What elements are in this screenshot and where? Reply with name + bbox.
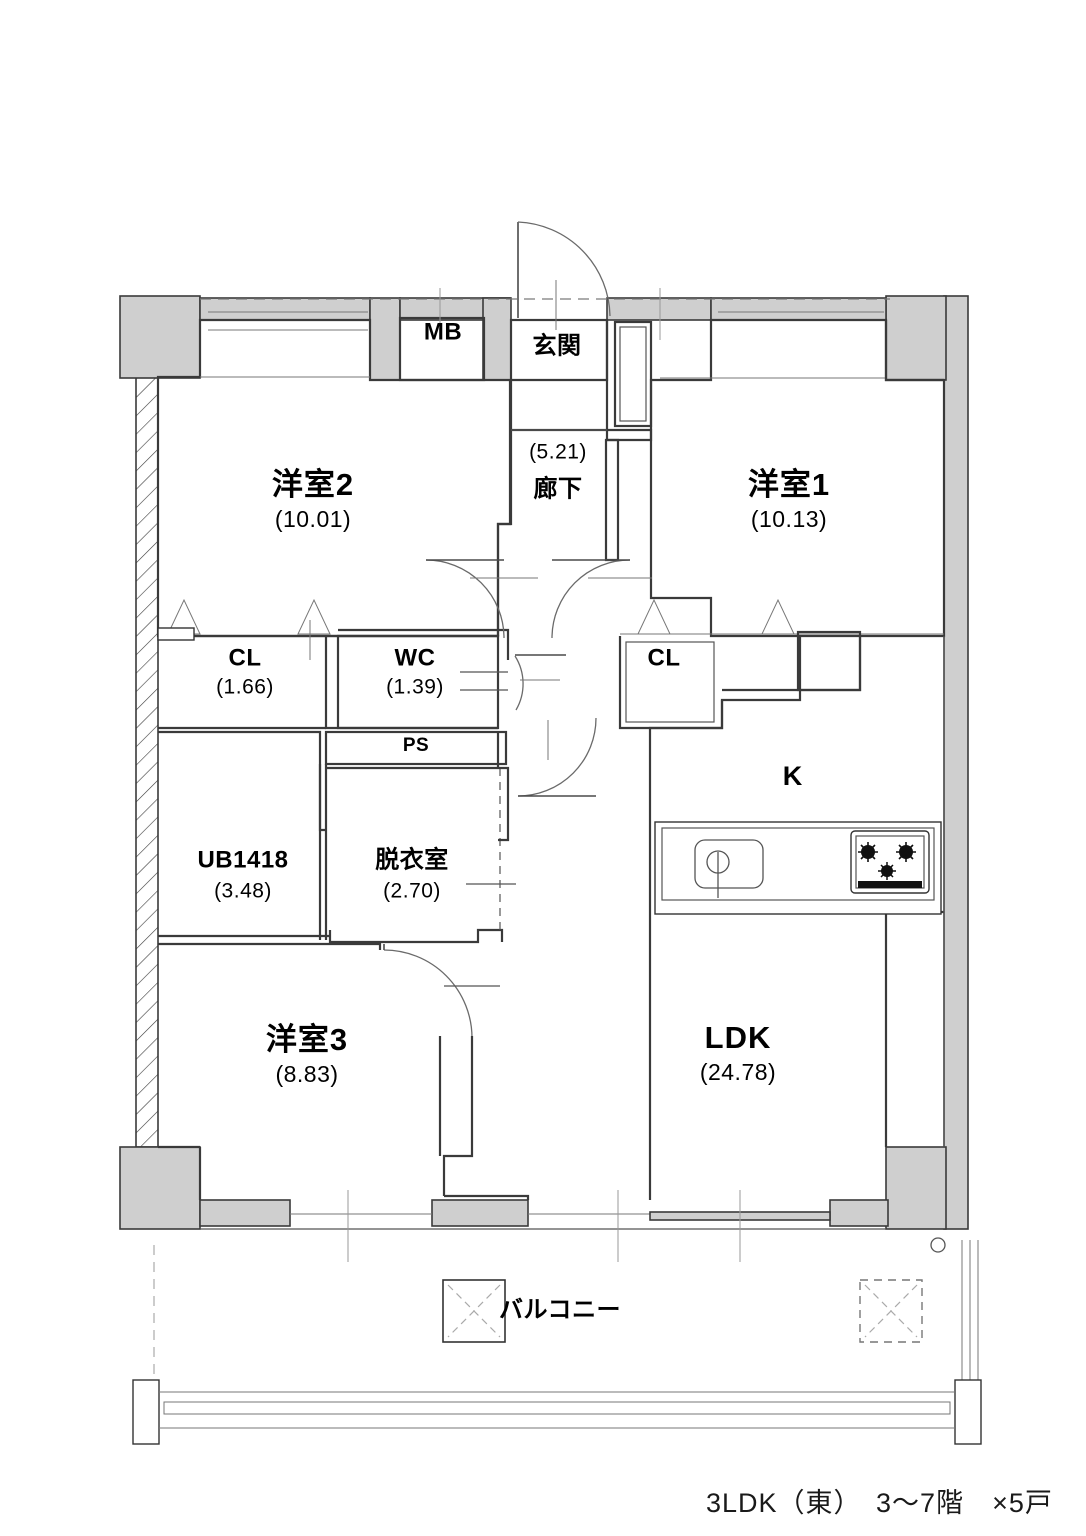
plan-caption: 3LDK（東） 3〜7階 ×5戸 — [706, 1488, 1053, 1518]
railing-post-right — [954, 1379, 982, 1445]
window-sill-bedroom2 — [199, 297, 371, 321]
bedroom3-door-arc — [383, 949, 473, 1039]
hall-ldk-door-arc — [517, 717, 597, 797]
hanger-symbol-bedroom1 — [761, 598, 795, 635]
kitchen-wall-step — [722, 636, 862, 692]
pillar-top-left — [119, 295, 201, 379]
label-ub-area: (3.48) — [214, 880, 272, 903]
wc-top-wall — [338, 628, 510, 660]
closet-right-inner — [625, 641, 715, 723]
label-bedroom3-area: (8.83) — [275, 1061, 338, 1087]
pillar-bottom-right — [885, 1146, 947, 1230]
fixtures-group — [132, 821, 982, 1445]
datsui-door-jamb — [498, 766, 510, 842]
label-wc-name: WC — [395, 644, 436, 671]
stove-grill-vent — [858, 881, 922, 888]
label-bedroom2-name: 洋室2 — [272, 467, 354, 502]
label-ub-name: UB1418 — [197, 846, 288, 873]
label-cl-left-area: (1.66) — [216, 676, 274, 699]
hanger-symbol-right-cl — [637, 598, 671, 635]
burner-icon-1 — [858, 842, 878, 862]
wc-outline — [336, 634, 500, 730]
bedroom1-door-arc — [551, 559, 631, 639]
label-cl-left-name: CL — [229, 644, 262, 671]
entry-door-arc — [517, 221, 611, 317]
label-mb-name: MB — [424, 318, 462, 345]
shoe-cabinet-inner — [619, 326, 647, 422]
bedroom3-top-wall — [158, 942, 382, 950]
label-datsui-area: (2.70) — [383, 880, 441, 903]
bedroom2-door-arc — [425, 559, 505, 639]
pillar-bottom-left — [119, 1146, 201, 1230]
ps-shaft — [324, 730, 508, 766]
label-bedroom3-name: 洋室3 — [266, 1022, 348, 1057]
party-wall-left — [135, 376, 159, 1148]
label-ldk-name: LDK — [705, 1020, 772, 1055]
wall-stub-mb-right — [482, 297, 512, 381]
structure-walls — [119, 221, 969, 1390]
balcony-drain-icon — [930, 1237, 946, 1253]
shoe-cabinet — [613, 320, 653, 428]
label-ps-name: PS — [403, 735, 429, 756]
label-kitchen-name: K — [783, 761, 804, 791]
pillar-square-kitchen — [796, 630, 862, 692]
ac-unit-solid-icon — [442, 1279, 506, 1343]
balcony-door-sill-left — [199, 1199, 291, 1227]
hanger-symbol-cl-left-b — [297, 598, 331, 635]
label-bedroom1-name: 洋室1 — [748, 467, 830, 502]
label-hallway-name: 廊下 — [534, 474, 583, 502]
bedroom3-right-wall — [442, 1036, 474, 1196]
kitchen-sink — [694, 839, 764, 889]
balcony-door-sill-center — [431, 1199, 529, 1227]
label-hallway-area: (5.21) — [529, 441, 587, 464]
hall-wall-top-right — [605, 428, 653, 442]
railing-post-left — [132, 1379, 160, 1445]
wall-stub-mb-left — [369, 297, 401, 381]
burner-icon-2 — [896, 842, 916, 862]
label-balcony-name: バルコニー — [499, 1296, 621, 1323]
label-cl-right-name: CL — [648, 644, 681, 671]
cl-left-door-jamb — [157, 627, 195, 641]
exterior-wall-right — [943, 295, 969, 1230]
kitchen-left-wall — [648, 700, 724, 826]
wc-door-arc — [514, 655, 524, 711]
window-sill-bedroom1 — [710, 297, 887, 321]
bottom-jamb-b — [444, 1194, 530, 1200]
burner-icon-3 — [878, 862, 896, 880]
hall-wall-right — [604, 438, 620, 562]
balcony-door-sill-right — [829, 1199, 889, 1227]
label-genkan-name: 玄関 — [533, 331, 582, 359]
ub-top-wall — [158, 730, 326, 832]
kitchen-counter-inner — [661, 827, 935, 901]
hall-wall-left — [496, 430, 513, 636]
label-ldk-area: (24.78) — [700, 1059, 776, 1085]
pillar-top-right — [885, 295, 947, 381]
datsui-bottom-wall — [328, 928, 504, 944]
room-labels-group: 洋室2 (10.01) 洋室1 (10.13) 洋室3 (8.83) LDK (… — [197, 318, 830, 1323]
ac-unit-dashed-icon — [859, 1279, 923, 1343]
label-wc-area: (1.39) — [386, 676, 444, 699]
window-sill-entry — [606, 297, 712, 321]
label-datsui-name: 脱衣室 — [375, 845, 449, 873]
railing-rail-2 — [163, 1401, 951, 1415]
label-bedroom2-area: (10.01) — [275, 506, 351, 532]
bedroom1-notch — [884, 320, 944, 382]
label-bedroom1-area: (10.13) — [751, 506, 827, 532]
ldk-right-wall-step — [884, 910, 944, 1147]
